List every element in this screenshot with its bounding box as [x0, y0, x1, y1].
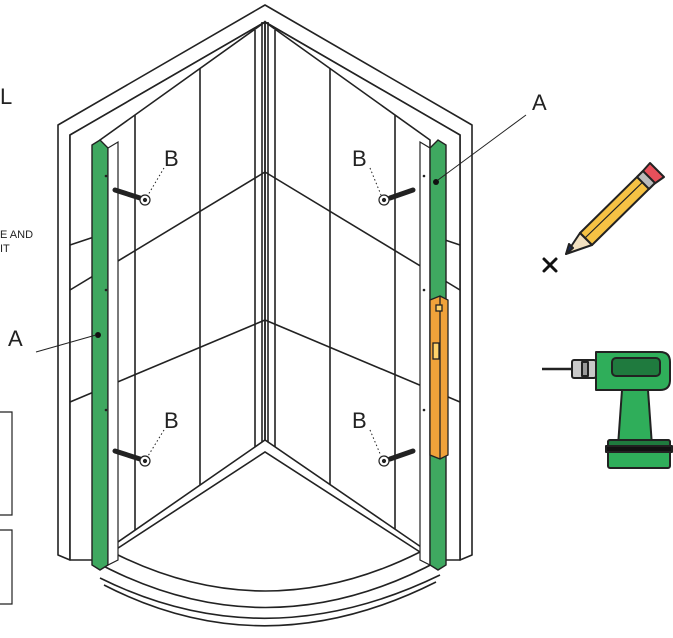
- callout-a-right: A: [532, 90, 547, 115]
- pencil-icon: [565, 162, 665, 255]
- callout-b-bottom-left: B: [164, 408, 179, 433]
- screw-top-right: [378, 187, 416, 206]
- left-profile-marker: [95, 332, 101, 338]
- right-profile-marker: [433, 179, 439, 185]
- shower-tray: [90, 439, 442, 627]
- cross-mark-icon: [542, 257, 558, 273]
- leader-lines: [35, 114, 527, 457]
- left-wall-profile: [91, 139, 119, 571]
- cropped-note-line-1: E AND: [0, 229, 33, 241]
- callout-b-bottom-right: B: [352, 408, 367, 433]
- cropped-text-top: L: [0, 84, 12, 109]
- callout-b-top-left: B: [164, 146, 179, 171]
- spirit-level-icon: [429, 295, 449, 460]
- screw-top-left: [112, 187, 151, 206]
- callout-b-top-right: B: [352, 146, 367, 171]
- cropped-note-line-2: IT: [0, 243, 10, 255]
- callout-a-left: A: [8, 326, 23, 351]
- screw-bottom-right: [378, 448, 416, 467]
- drill-icon: [542, 351, 673, 469]
- cropped-boxes: [0, 411, 13, 605]
- screw-bottom-left: [112, 448, 151, 467]
